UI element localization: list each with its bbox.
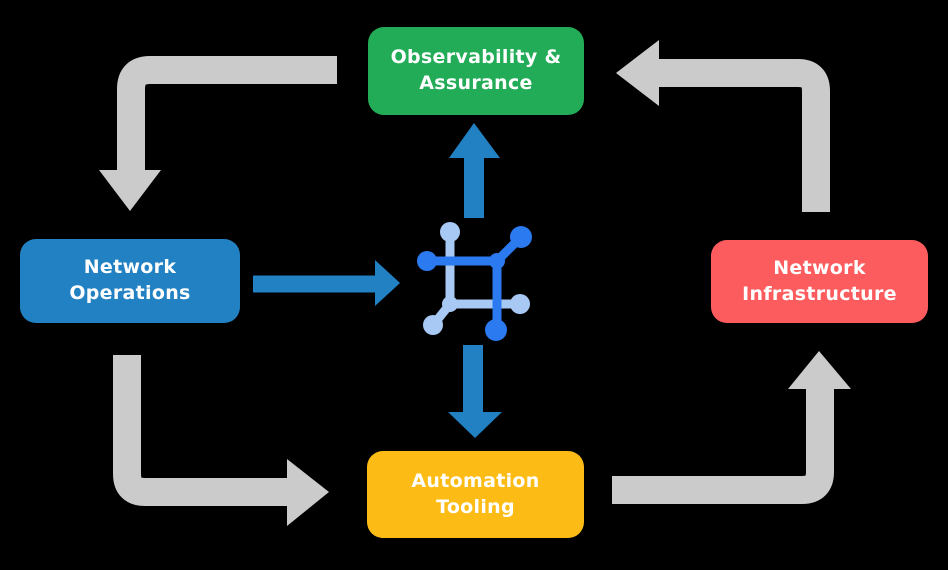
node-label: Network Operations <box>69 256 191 304</box>
arrow-observability-to-operations <box>99 56 337 211</box>
node-dot-icon <box>423 315 443 335</box>
node-dot-icon <box>510 226 532 248</box>
arrow-center-to-automation <box>448 345 502 438</box>
node-dot-icon <box>442 296 458 312</box>
arrowhead-down-icon <box>99 170 161 211</box>
node-dot-icon <box>510 294 530 314</box>
network-nodes-icon <box>417 222 532 341</box>
arrowhead-right-icon <box>375 260 400 306</box>
arrowhead-up-icon <box>788 351 851 389</box>
node-dot-icon <box>485 319 507 341</box>
arrow-infrastructure-to-observability <box>616 40 830 212</box>
node-dot-icon <box>489 253 505 269</box>
arrowhead-left-icon <box>616 40 659 106</box>
node-automation-tooling: Automation Tooling <box>367 451 584 538</box>
node-label: Network Infrastructure <box>742 256 897 305</box>
node-label: Automation Tooling <box>411 469 540 518</box>
node-network-operations: Network Operations <box>20 239 240 323</box>
arrowhead-down-icon <box>448 412 502 438</box>
node-network-infrastructure: Network Infrastructure <box>711 240 928 323</box>
node-label: Observability & Assurance <box>390 46 562 94</box>
arrow-center-to-observability <box>449 123 500 218</box>
node-dot-icon <box>417 251 437 271</box>
arrow-operations-to-automation <box>113 355 329 526</box>
arrowhead-up-icon <box>449 123 500 158</box>
arrowhead-right-icon <box>287 459 329 526</box>
arrow-operations-to-center <box>253 260 400 306</box>
arrow-automation-to-infrastructure <box>612 351 851 504</box>
node-observability-assurance: Observability & Assurance <box>368 27 584 115</box>
node-dot-icon <box>440 222 460 242</box>
